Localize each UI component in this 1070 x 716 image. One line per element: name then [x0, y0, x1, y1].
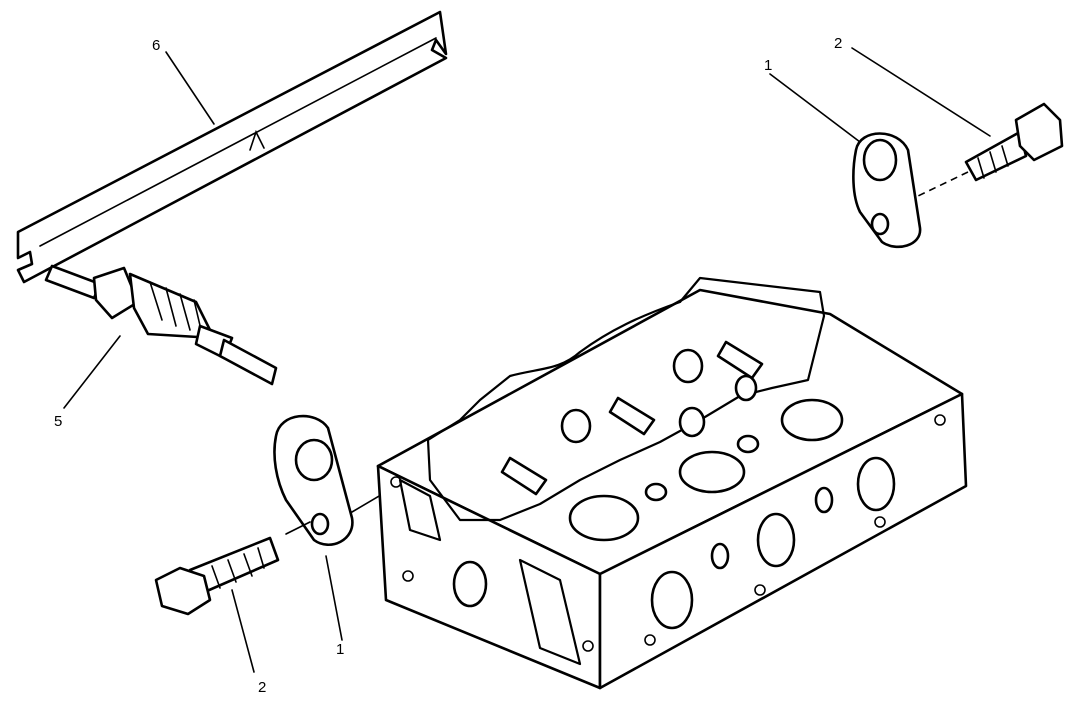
callout-washer-left: 1 — [336, 641, 344, 658]
glow-plug — [44, 264, 278, 386]
cylinder-head — [376, 276, 968, 690]
bolt-right — [917, 102, 1064, 197]
leader-lines — [63, 47, 991, 673]
callout-glow-plug: 5 — [54, 413, 62, 430]
bus-bar — [16, 10, 448, 284]
callout-bolt-right: 2 — [834, 35, 842, 52]
callout-bolt-left: 2 — [258, 679, 266, 696]
washer-left — [273, 414, 354, 546]
washer-right — [852, 132, 922, 249]
callout-bus-bar: 6 — [152, 37, 160, 54]
callout-washer-right: 1 — [764, 57, 772, 74]
bolt-left — [154, 491, 387, 616]
